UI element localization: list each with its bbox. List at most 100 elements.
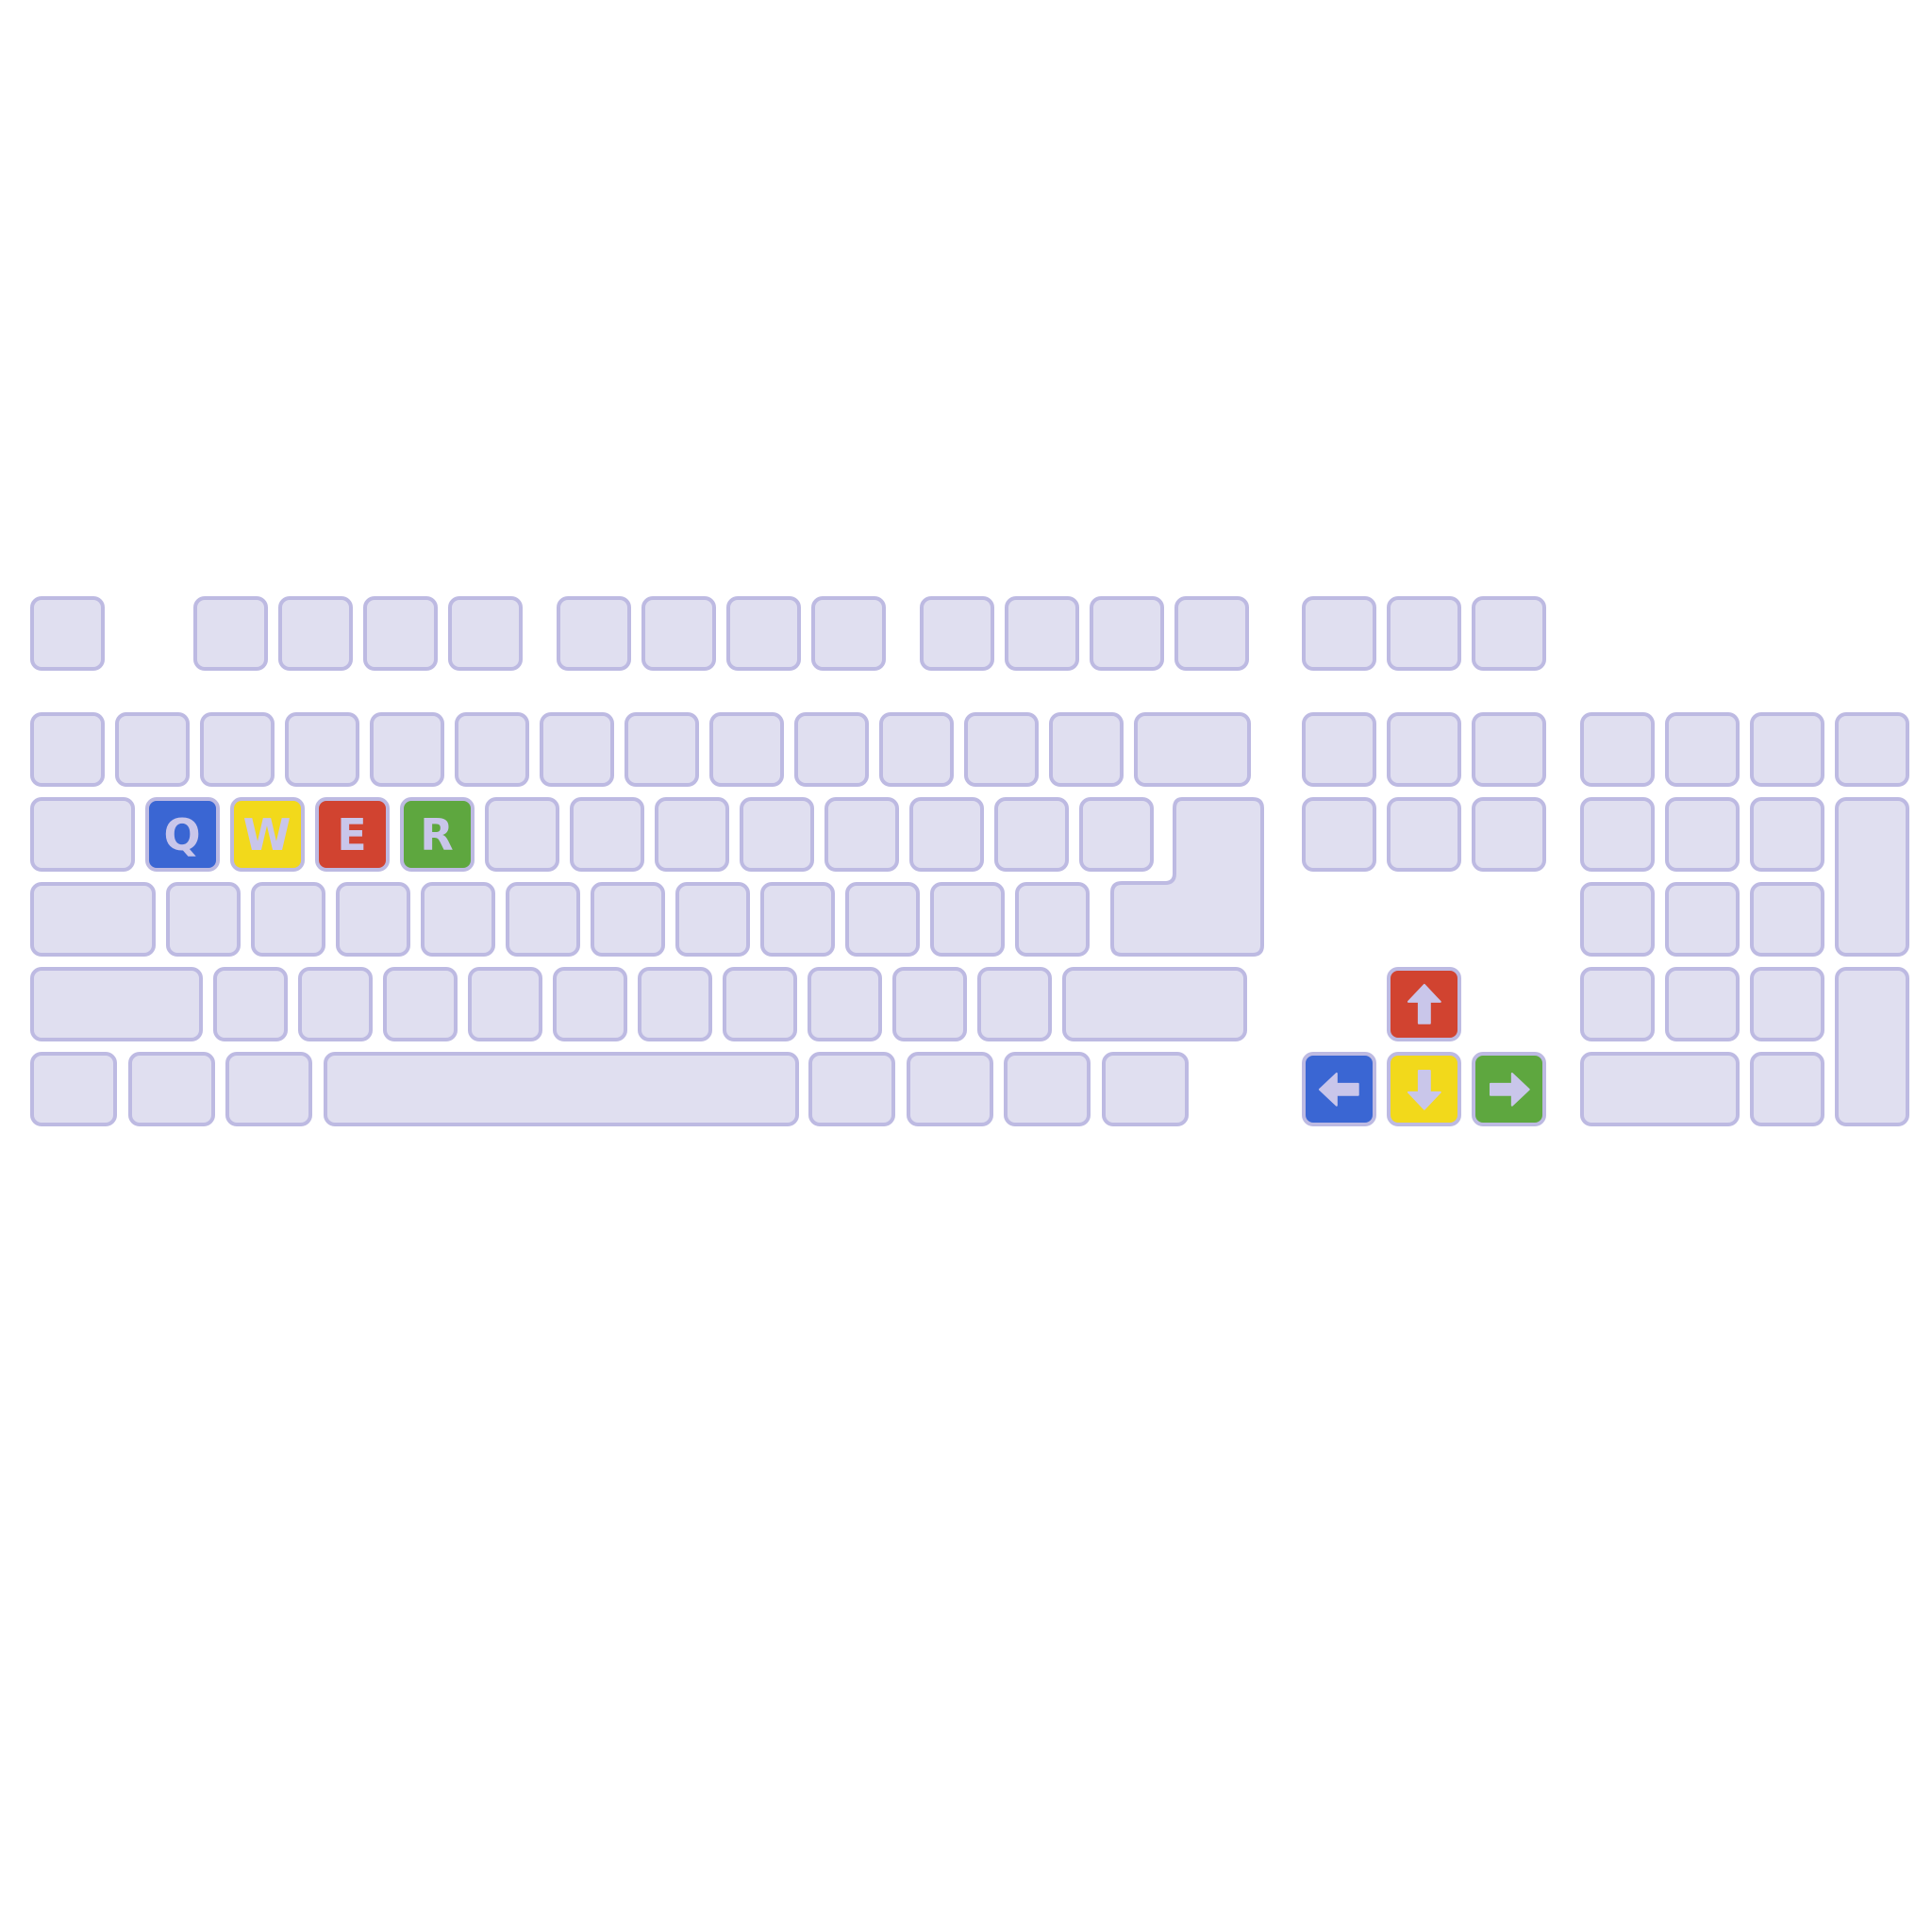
key-left[interactable] xyxy=(1302,1052,1376,1126)
key[interactable] xyxy=(1302,596,1376,671)
key[interactable] xyxy=(654,797,729,872)
key[interactable] xyxy=(421,882,495,957)
key[interactable] xyxy=(1387,712,1461,787)
key[interactable] xyxy=(726,596,801,671)
key[interactable] xyxy=(455,712,529,787)
key[interactable] xyxy=(1580,967,1655,1041)
key[interactable] xyxy=(225,1052,312,1126)
key[interactable] xyxy=(193,596,268,671)
key[interactable] xyxy=(1835,967,1909,1126)
key[interactable] xyxy=(1472,596,1546,671)
key[interactable] xyxy=(30,596,105,671)
key[interactable] xyxy=(115,712,190,787)
key[interactable] xyxy=(808,1052,896,1126)
key[interactable] xyxy=(323,1052,799,1126)
key[interactable] xyxy=(30,712,105,787)
key[interactable] xyxy=(506,882,580,957)
key-right[interactable] xyxy=(1472,1052,1546,1126)
key[interactable] xyxy=(1750,797,1824,872)
key[interactable] xyxy=(336,882,410,957)
key[interactable] xyxy=(1302,797,1376,872)
key[interactable] xyxy=(552,967,627,1041)
key[interactable] xyxy=(569,797,644,872)
key[interactable] xyxy=(1665,967,1740,1041)
key[interactable] xyxy=(675,882,750,957)
key[interactable] xyxy=(1750,712,1824,787)
key[interactable] xyxy=(370,712,444,787)
key[interactable] xyxy=(1387,596,1461,671)
key[interactable] xyxy=(1061,967,1247,1041)
key[interactable] xyxy=(993,797,1069,872)
key[interactable] xyxy=(709,712,784,787)
key-r[interactable]: R xyxy=(399,797,475,872)
key[interactable] xyxy=(30,882,156,957)
key[interactable] xyxy=(212,967,288,1041)
key[interactable] xyxy=(722,967,797,1041)
key[interactable] xyxy=(200,712,275,787)
key[interactable] xyxy=(641,596,716,671)
key[interactable] xyxy=(363,596,438,671)
key-e[interactable]: E xyxy=(314,797,390,872)
key[interactable] xyxy=(1750,882,1824,957)
key[interactable] xyxy=(1665,797,1740,872)
key[interactable] xyxy=(976,967,1052,1041)
key[interactable] xyxy=(30,797,135,872)
key[interactable] xyxy=(845,882,920,957)
key[interactable] xyxy=(739,797,814,872)
key[interactable] xyxy=(557,596,631,671)
key[interactable] xyxy=(1387,797,1461,872)
key[interactable] xyxy=(448,596,523,671)
key[interactable] xyxy=(467,967,542,1041)
key-w[interactable]: W xyxy=(229,797,305,872)
key[interactable] xyxy=(920,596,994,671)
key[interactable] xyxy=(591,882,665,957)
key[interactable] xyxy=(1580,712,1655,787)
key[interactable] xyxy=(807,967,882,1041)
key-up[interactable] xyxy=(1387,967,1461,1041)
key[interactable] xyxy=(1665,712,1740,787)
key[interactable] xyxy=(637,967,712,1041)
key[interactable] xyxy=(278,596,353,671)
key[interactable] xyxy=(1015,882,1090,957)
key[interactable] xyxy=(906,1052,993,1126)
key[interactable] xyxy=(1665,882,1740,957)
key[interactable] xyxy=(251,882,325,957)
key[interactable] xyxy=(1078,797,1154,872)
key[interactable] xyxy=(794,712,869,787)
key[interactable] xyxy=(1835,797,1909,957)
key[interactable] xyxy=(930,882,1005,957)
key[interactable] xyxy=(1580,882,1655,957)
key[interactable] xyxy=(891,967,967,1041)
key[interactable] xyxy=(1472,712,1546,787)
key[interactable] xyxy=(285,712,359,787)
key[interactable] xyxy=(1302,712,1376,787)
key[interactable] xyxy=(166,882,241,957)
key[interactable] xyxy=(1580,797,1655,872)
key[interactable] xyxy=(484,797,559,872)
key[interactable] xyxy=(1580,1052,1740,1126)
key[interactable] xyxy=(30,1052,117,1126)
key[interactable] xyxy=(382,967,458,1041)
key[interactable] xyxy=(1101,1052,1189,1126)
key[interactable] xyxy=(127,1052,215,1126)
key[interactable] xyxy=(297,967,373,1041)
key[interactable] xyxy=(1472,797,1546,872)
key[interactable] xyxy=(760,882,835,957)
key[interactable] xyxy=(1134,712,1251,787)
key[interactable] xyxy=(625,712,699,787)
key-q[interactable]: Q xyxy=(144,797,220,872)
key[interactable] xyxy=(964,712,1039,787)
key[interactable] xyxy=(1049,712,1124,787)
key[interactable] xyxy=(30,967,203,1041)
key[interactable] xyxy=(1750,1052,1824,1126)
key[interactable] xyxy=(1004,1052,1091,1126)
key[interactable] xyxy=(1005,596,1079,671)
key-down[interactable] xyxy=(1387,1052,1461,1126)
key[interactable] xyxy=(1174,596,1249,671)
key[interactable] xyxy=(540,712,614,787)
key[interactable] xyxy=(1090,596,1164,671)
key[interactable] xyxy=(1750,967,1824,1041)
key[interactable] xyxy=(879,712,954,787)
key[interactable] xyxy=(824,797,899,872)
